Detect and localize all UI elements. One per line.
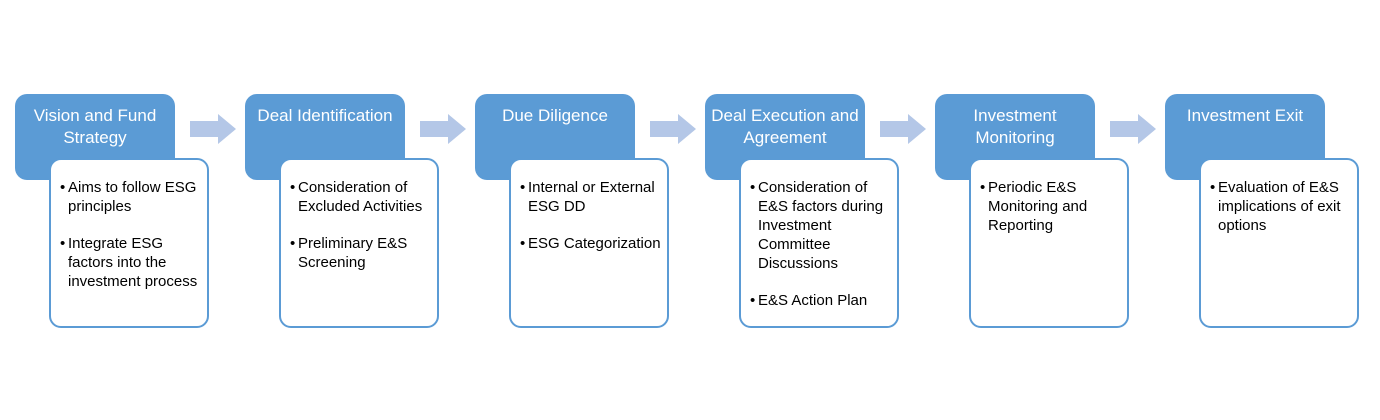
bullet-item: ESG Categorization [520, 234, 663, 253]
bullet-item: Preliminary E&S Screening [290, 234, 433, 272]
bullet-list: Consideration of E&S factors during Inve… [750, 178, 893, 310]
bullet-item: Aims to follow ESG principles [60, 178, 203, 216]
bullet-item: Periodic E&S Monitoring and Reporting [980, 178, 1123, 235]
stage-investment-exit: Investment Exit Evaluation of E&S implic… [1165, 94, 1359, 328]
bullet-item: Integrate ESG factors into the investmen… [60, 234, 203, 291]
stage-details-card: Evaluation of E&S implications of exit o… [1199, 158, 1359, 328]
bullet-item: E&S Action Plan [750, 291, 893, 310]
stage-vision-and-fund-strategy: Vision and Fund Strategy Aims to follow … [15, 94, 209, 328]
stage-details-card: Internal or External ESG DD ESG Categori… [509, 158, 669, 328]
stage-details-card: Aims to follow ESG principles Integrate … [49, 158, 209, 328]
flow-arrow-icon [880, 114, 926, 144]
bullet-list: Consideration of Excluded Activities Pre… [290, 178, 433, 272]
stage-due-diligence: Due Diligence Internal or External ESG D… [475, 94, 669, 328]
flow-arrow-icon [1110, 114, 1156, 144]
bullet-item: Consideration of Excluded Activities [290, 178, 433, 216]
stage-details-card: Consideration of E&S factors during Inve… [739, 158, 899, 328]
stage-details-card: Consideration of Excluded Activities Pre… [279, 158, 439, 328]
bullet-list: Evaluation of E&S implications of exit o… [1210, 178, 1353, 235]
bullet-list: Aims to follow ESG principles Integrate … [60, 178, 203, 291]
stage-deal-identification: Deal Identification Consideration of Exc… [245, 94, 439, 328]
bullet-item: Consideration of E&S factors during Inve… [750, 178, 893, 273]
flow-arrow-icon [650, 114, 696, 144]
bullet-list: Periodic E&S Monitoring and Reporting [980, 178, 1123, 235]
bullet-list: Internal or External ESG DD ESG Categori… [520, 178, 663, 253]
stage-deal-execution-and-agreement: Deal Execution and Agreement Considerati… [705, 94, 899, 328]
stage-details-card: Periodic E&S Monitoring and Reporting [969, 158, 1129, 328]
flow-arrow-icon [190, 114, 236, 144]
flow-arrow-icon [420, 114, 466, 144]
bullet-item: Evaluation of E&S implications of exit o… [1210, 178, 1353, 235]
stage-investment-monitoring: Investment Monitoring Periodic E&S Monit… [935, 94, 1129, 328]
bullet-item: Internal or External ESG DD [520, 178, 663, 216]
